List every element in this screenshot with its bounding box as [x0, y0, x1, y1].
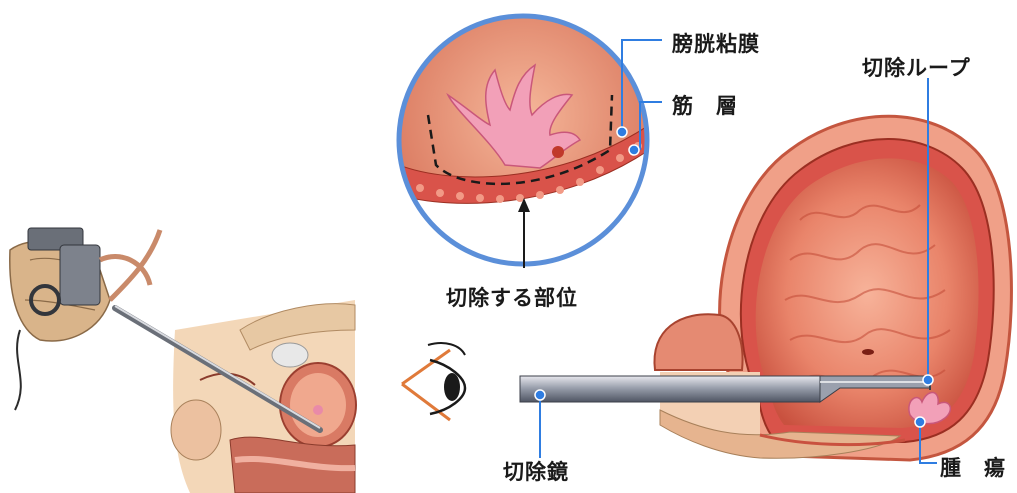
label-resection-site: 切除する部位: [446, 282, 578, 312]
bladder-illustration: [654, 116, 1011, 460]
marker-resection-loop: [923, 375, 933, 385]
label-muscle-layer: 筋 層: [672, 90, 738, 120]
label-tumor: 腫 瘍: [940, 452, 1006, 482]
marker-resectoscope: [535, 390, 545, 400]
label-bladder-mucosa: 膀胱粘膜: [672, 28, 760, 58]
label-resection-loop: 切除ループ: [862, 52, 971, 82]
marker-tumor: [915, 417, 925, 427]
marker-muscle-layer: [629, 145, 639, 155]
marker-bladder-mucosa: [617, 127, 627, 137]
label-resectoscope: 切除鏡: [503, 456, 569, 486]
eye-icon: [402, 343, 465, 420]
